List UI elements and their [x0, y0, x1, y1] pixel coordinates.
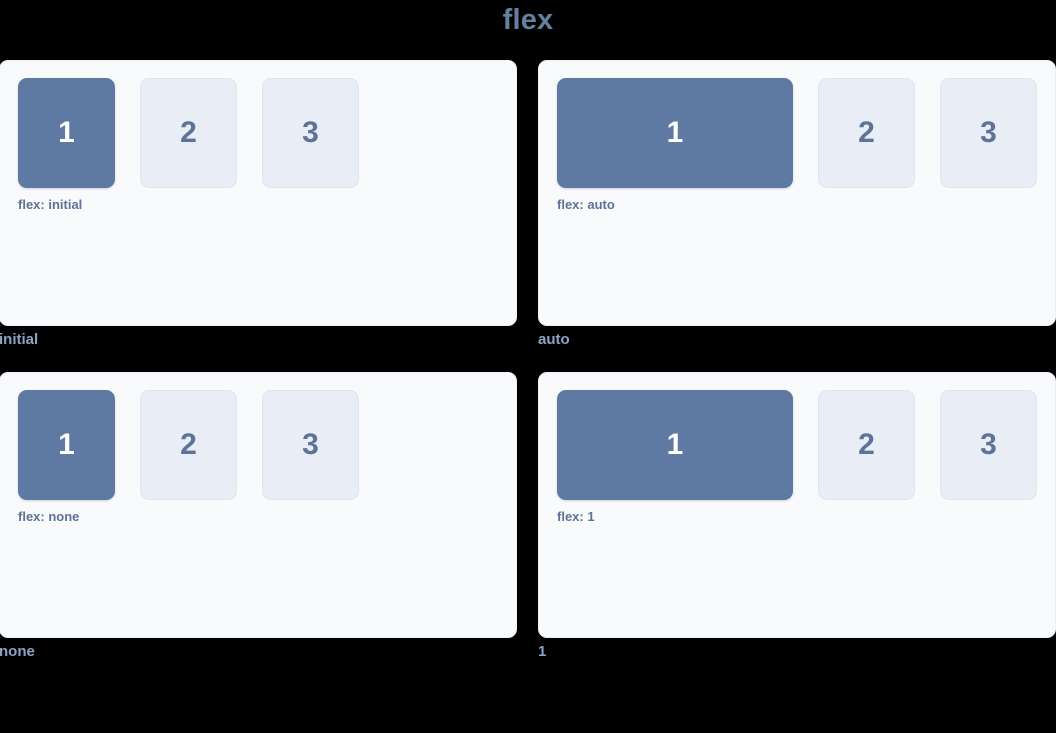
demo-caption-none: none [0, 643, 35, 660]
flex-item-2: 2 [818, 78, 915, 188]
flex-note: flex: 1 [557, 509, 595, 524]
flex-item-3: 3 [940, 390, 1037, 500]
flex-container-none: 1 2 3 [18, 390, 498, 500]
flex-note: flex: auto [557, 197, 615, 212]
demo-caption-initial: initial [0, 331, 39, 348]
flex-container-initial: 1 2 3 [18, 78, 498, 188]
demo-cell-initial: 1 2 3 flex: initial initial [0, 60, 518, 350]
flex-note: flex: none [18, 509, 80, 524]
flex-item-3: 3 [262, 78, 359, 188]
demo-panel-one: 1 2 3 flex: 1 [538, 372, 1056, 638]
flex-item-1: 1 [18, 78, 115, 188]
flex-item-1: 1 [557, 78, 793, 188]
flex-item-1: 1 [18, 390, 115, 500]
flex-container-one: 1 2 3 [557, 390, 1037, 500]
page-title: flex [502, 4, 554, 36]
demo-caption-one: 1 [538, 643, 547, 660]
flex-item-2: 2 [140, 78, 237, 188]
demo-panel-initial: 1 2 3 flex: initial [0, 60, 517, 326]
demo-caption-auto: auto [538, 331, 570, 348]
demo-panel-none: 1 2 3 flex: none [0, 372, 517, 638]
flex-item-3: 3 [940, 78, 1037, 188]
flex-note: flex: initial [18, 197, 83, 212]
demo-grid: 1 2 3 flex: initial initial 1 2 3 flex: … [0, 60, 1056, 680]
demo-panel-auto: 1 2 3 flex: auto [538, 60, 1056, 326]
demo-cell-one: 1 2 3 flex: 1 1 [538, 372, 1056, 662]
flex-item-2: 2 [140, 390, 237, 500]
flex-container-auto: 1 2 3 [557, 78, 1037, 188]
demo-cell-auto: 1 2 3 flex: auto auto [538, 60, 1056, 350]
flex-item-2: 2 [818, 390, 915, 500]
flex-item-3: 3 [262, 390, 359, 500]
flex-item-1: 1 [557, 390, 793, 500]
demo-cell-none: 1 2 3 flex: none none [0, 372, 518, 662]
